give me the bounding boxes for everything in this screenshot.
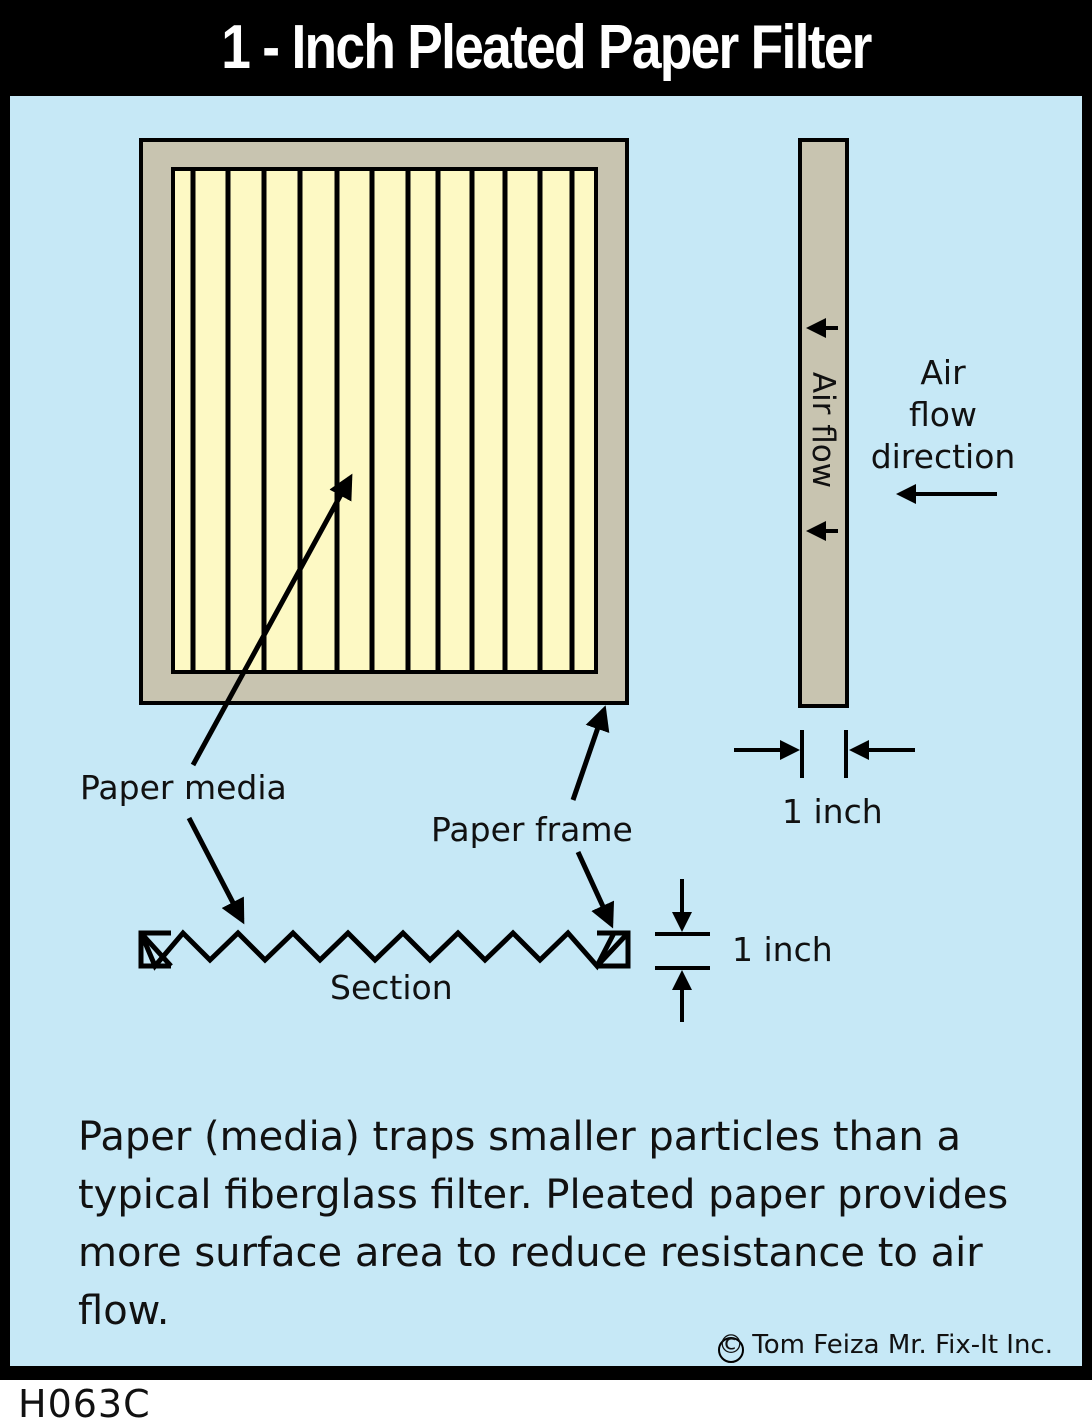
air-flow-direction-line: direction [870,437,1016,476]
copyright-icon [718,1337,744,1363]
paper-media-label: Paper media [80,768,287,807]
air-flow-direction-line: Air [920,353,966,392]
copyright-text: © Tom Feiza Mr. Fix-It Inc. [718,1330,1053,1360]
air-flow-direction-line: flow [909,395,977,434]
one-inch-side-label: 1 inch [782,792,883,831]
side-dimension [734,730,915,778]
pleat-zigzag [138,929,617,971]
side-frame [798,138,849,708]
section-media-pointer-icon [186,816,245,925]
filter-front-view [139,138,629,705]
pointer-arrows [186,473,615,929]
paper-media-area [171,167,598,674]
filter-section [138,929,631,971]
air-flow-label: Air flow [805,371,841,489]
paper-frame-label: Paper frame [431,810,633,849]
copyright-label: © Tom Feiza Mr. Fix-It Inc. [718,1330,1053,1360]
one-inch-section-label: 1 inch [732,930,833,969]
caption-text: Paper (media) traps smaller particles th… [78,1114,1009,1334]
filter-side-view [798,138,997,708]
page-title: 1 - Inch Pleated Paper Filter [221,13,872,82]
pleat-lines [190,169,575,672]
section-label: Section [330,968,453,1007]
air-flow-direction-label: Air flow direction [868,352,1018,478]
section-frame-pointer-icon [575,850,615,929]
paper-frame-pointer-icon [570,705,610,801]
figure-code: H063C [18,1382,151,1426]
section-dimension [655,879,710,1022]
paper-media-pointer-icon [190,473,353,767]
